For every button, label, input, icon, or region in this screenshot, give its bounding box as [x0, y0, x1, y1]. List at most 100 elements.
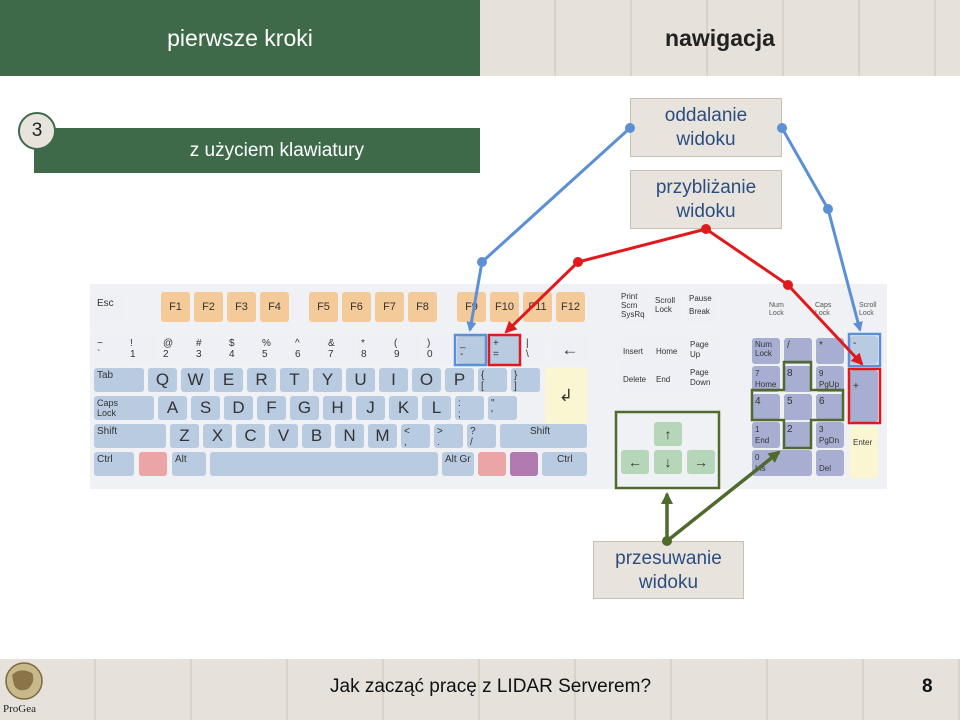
key-right-shift: Shift	[500, 424, 587, 448]
key-backspace: ←	[551, 336, 589, 364]
key-caps-lock: Caps Lock	[94, 396, 154, 420]
key-arrow-right: →	[687, 450, 715, 474]
key-esc: Esc	[94, 296, 124, 322]
key-f11: F11	[523, 292, 552, 322]
key-num-9: 9 PgUp	[816, 366, 844, 392]
key-x: X	[203, 424, 232, 448]
key-f12: F12	[556, 292, 585, 322]
led-scroll-lock: Scroll Lock	[859, 302, 877, 317]
key-4: $ 4	[226, 336, 256, 364]
key-o: O	[412, 368, 441, 392]
key-left-win	[139, 452, 167, 476]
key-q: Q	[148, 368, 177, 392]
key-y: Y	[313, 368, 342, 392]
key-h: H	[323, 396, 352, 420]
key-k: K	[389, 396, 418, 420]
key-open-bracket: { [	[478, 368, 507, 392]
key-end: End	[653, 366, 685, 394]
key-f9: F9	[457, 292, 486, 322]
key-n: N	[335, 424, 364, 448]
key-equals: + =	[490, 336, 520, 364]
key-quote: " '	[488, 396, 517, 420]
key-enter: ↲	[545, 368, 587, 424]
key-arrow-left: ←	[621, 450, 649, 474]
key-scroll-lock: Scroll Lock	[652, 294, 682, 322]
key-f10: F10	[490, 292, 519, 322]
key-f7: F7	[375, 292, 404, 322]
key-num-4: 4	[752, 394, 780, 420]
key-pause: Pause Break	[686, 290, 716, 324]
key-c: C	[236, 424, 265, 448]
key-left-ctrl: Ctrl	[94, 452, 134, 476]
key-arrow-down: ↓	[654, 450, 682, 474]
key-z: Z	[170, 424, 199, 448]
key-f1: F1	[161, 292, 190, 322]
key-l: L	[422, 396, 451, 420]
key-f3: F3	[227, 292, 256, 322]
key-tab: Tab	[94, 368, 144, 392]
key-s: S	[191, 396, 220, 420]
key-minus: _ -	[457, 336, 487, 364]
key-num-7: 7 Home	[752, 366, 780, 392]
footer-title: Jak zacząć pracę z LIDAR Serverem?	[330, 676, 652, 697]
section-header-left: pierwsze kroki	[0, 0, 480, 76]
key-num-1: 1 End	[752, 422, 780, 448]
key-left-shift: Shift	[94, 424, 166, 448]
header-left-title: pierwsze kroki	[167, 24, 313, 51]
key-num-5: 5	[784, 394, 812, 420]
footer-bar	[0, 659, 960, 720]
label-zoom-out-text: oddalanie widoku	[664, 105, 748, 150]
step-title-bar: z użyciem klawiatury	[34, 128, 480, 173]
key-t: T	[280, 368, 309, 392]
zoom-out-node-4	[823, 204, 833, 214]
label-pan: przesuwanie widoku	[593, 541, 744, 599]
key-num-3: 3 PgDn	[816, 422, 844, 448]
key-p: P	[445, 368, 474, 392]
key-alt: Alt	[172, 452, 206, 476]
key-1: ! 1	[127, 336, 157, 364]
key-delete: Delete	[620, 366, 652, 394]
key-close-bracket: } ]	[511, 368, 540, 392]
key-num-dot: . Del	[816, 450, 844, 476]
key-num-8: 8	[784, 366, 812, 392]
key-b: B	[302, 424, 331, 448]
label-zoom-in: przybliżanie widoku	[630, 170, 782, 229]
key-num-enter: Enter	[850, 426, 878, 478]
key-insert: Insert	[620, 338, 652, 366]
key-a: A	[158, 396, 187, 420]
key-2: @ 2	[160, 336, 190, 364]
key-backslash: | \	[523, 336, 547, 364]
key-right-ctrl: Ctrl	[542, 452, 587, 476]
key-space	[210, 452, 438, 476]
key-f: F	[257, 396, 286, 420]
label-zoom-out: oddalanie widoku	[630, 98, 782, 157]
step-title: z użyciem klawiatury	[189, 139, 364, 161]
progea-logo-icon	[5, 662, 43, 700]
key-alt-gr: Alt Gr	[442, 452, 474, 476]
key-f5: F5	[309, 292, 338, 322]
key-u: U	[346, 368, 375, 392]
label-zoom-in-text: przybliżanie widoku	[655, 177, 757, 222]
led-num-lock: Num Lock	[769, 302, 784, 317]
zoom-out-node-3	[477, 257, 487, 267]
key-menu	[510, 452, 538, 476]
key-v: V	[269, 424, 298, 448]
key-e: E	[214, 368, 243, 392]
page-number: 8	[922, 676, 933, 697]
key-j: J	[356, 396, 385, 420]
key-g: G	[290, 396, 319, 420]
key-semicolon: : ;	[455, 396, 484, 420]
key-3: # 3	[193, 336, 223, 364]
key-tilde: ~ `	[94, 336, 124, 364]
keyboard-diagram: Esc F1 F2 F3 F4 F5 F6 F7 F8 F9 F10 F11 F…	[90, 284, 887, 489]
key-period: > .	[434, 424, 463, 448]
key-f4: F4	[260, 292, 289, 322]
key-num-minus: -	[850, 336, 878, 364]
key-w: W	[181, 368, 210, 392]
key-5: % 5	[259, 336, 289, 364]
key-num-star: *	[816, 338, 844, 364]
key-arrow-up: ↑	[654, 422, 682, 446]
key-f6: F6	[342, 292, 371, 322]
key-num-2: 2	[784, 422, 812, 448]
led-caps-lock: Caps Lock	[815, 302, 832, 317]
